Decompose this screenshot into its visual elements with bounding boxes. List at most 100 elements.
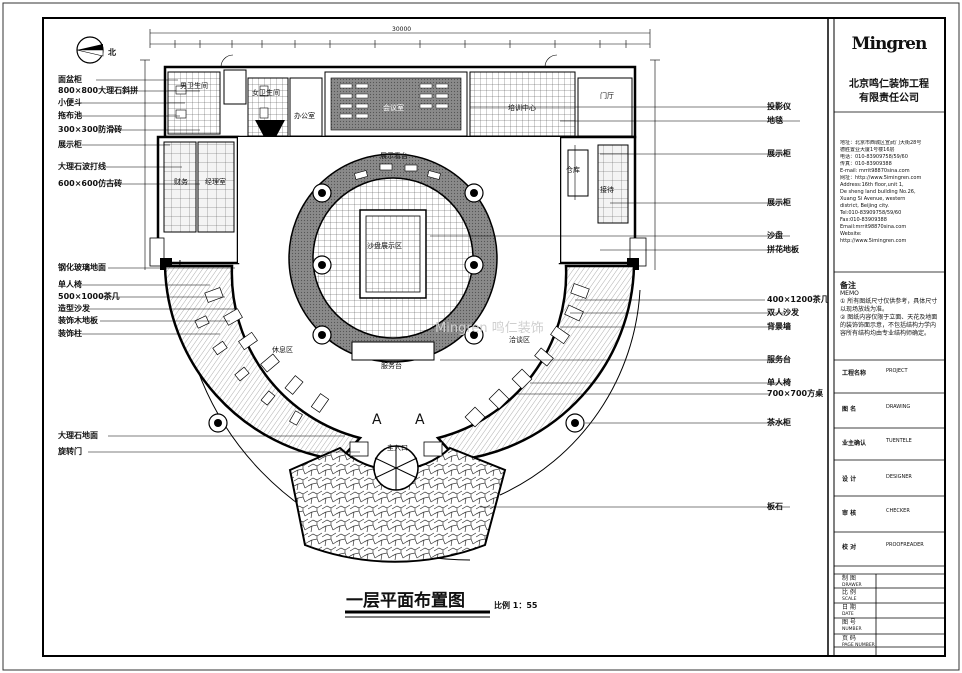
room-negotiation: 洽谈区: [509, 335, 530, 344]
company-logo: Mingren: [851, 34, 928, 54]
memo-en: MEMO: [840, 290, 859, 297]
address-line-14: http://www.5imingren.com: [840, 238, 907, 244]
callouts-right: 投影仪地毯展示柜展示柜沙盘拼花地板400×1200茶几双人沙发背景墙服务台单人椅…: [766, 101, 829, 511]
title-field-value: DRAWING: [886, 404, 911, 410]
callout-left-12: 装饰木地板: [57, 315, 99, 325]
title-field-key: 校 对: [842, 544, 857, 551]
room-manager: 经理室: [205, 177, 226, 186]
callout-left-11: 造型沙发: [58, 303, 91, 313]
entrance-stone-paving: [288, 446, 507, 563]
section-mark-a-left: A: [372, 412, 382, 428]
callouts-left: 面盆柜800×800大理石斜拼小便斗拖布池300×300防滑砖展示柜大理石波打线…: [57, 74, 138, 456]
title-field-key: 图 名: [842, 406, 857, 413]
north-arrow: [76, 36, 104, 64]
address-line-11: Fax:010-83909388: [840, 217, 887, 223]
address-line-3: 传真：010-83909388: [840, 161, 892, 167]
address-line-9: district, Beijing city.: [840, 203, 890, 209]
callout-right-10: 单人椅: [767, 377, 791, 387]
callout-left-13: 装饰柱: [57, 328, 82, 338]
overall-dimension: 30000: [392, 26, 411, 33]
address-line-13: Website:: [840, 231, 862, 237]
sign-field-cn: 比 例: [842, 589, 856, 596]
left-wing: [149, 135, 263, 270]
title-field-value: CHECKER: [886, 508, 910, 514]
address-line-12: Email:mrrit98870sina.com: [840, 224, 907, 230]
callout-left-9: 单人椅: [58, 279, 82, 289]
callout-left-10: 500×1000茶几: [58, 291, 120, 301]
callout-left-0: 面盆柜: [58, 74, 82, 84]
inner-frame: [42, 17, 946, 657]
drawing-scale: 比例 1：55: [494, 600, 538, 610]
company-name-line1: 北京鸣仁装饰工程: [849, 79, 929, 90]
address-line-5: 网址：http://www.5imingren.com: [840, 175, 922, 181]
title-field-key: 审 核: [842, 510, 857, 517]
room-male-wc: 男卫生间: [180, 81, 208, 90]
drawing-title: 一层平面布置图: [346, 590, 465, 611]
callout-right-13: 板石: [767, 501, 783, 511]
section-mark-a-right: A: [415, 412, 425, 428]
callout-right-3: 展示柜: [766, 197, 791, 207]
sign-field-cn: 页 码: [842, 635, 856, 642]
callout-right-2: 展示柜: [766, 148, 791, 158]
callout-left-7: 600×600仿古砖: [58, 178, 122, 188]
callout-right-11: 700×700方桌: [767, 388, 824, 398]
callout-right-4: 沙盘: [767, 230, 783, 240]
address-line-1: 德胜置业大厦1号楼16层: [840, 147, 895, 153]
callout-left-2: 小便斗: [57, 97, 82, 107]
room-service-desk: 服务台: [381, 361, 402, 370]
title-block: Mingren 北京鸣仁装饰工程 有限责任公司 地址：北京市西城区宣武门大街28…: [836, 22, 942, 652]
lounge-furniture-left: [194, 287, 330, 426]
sign-field-cn: 图 号: [842, 619, 856, 626]
leader-lines-left: [78, 79, 360, 453]
leader-lines-right: [430, 106, 800, 508]
callout-left-4: 300×300防滑砖: [58, 124, 122, 134]
address-line-2: 电话：010-83909758/59/60: [840, 154, 908, 160]
callout-left-5: 展示柜: [57, 139, 82, 149]
memo-title: 备注: [840, 281, 856, 290]
address-line-6: Address:16th floor,unit 1,: [840, 182, 904, 188]
company-name: 北京鸣仁装饰工程 有限责任公司: [838, 78, 940, 106]
room-female-wc: 女卫生间: [252, 88, 280, 97]
sign-field-en: NUMBER: [842, 627, 862, 632]
callout-right-6: 400×1200茶几: [767, 294, 829, 304]
callout-right-8: 背景墙: [767, 321, 791, 331]
north-label: 北: [108, 47, 116, 57]
sign-field-en: SCALE: [842, 597, 857, 602]
address-line-7: De sheng land building No.26,: [840, 189, 916, 195]
callout-left-1: 800×800大理石斜拼: [58, 85, 138, 95]
callout-left-3: 拖布池: [58, 110, 82, 120]
revolving-door: [349, 441, 443, 491]
room-finance: 财务: [174, 177, 188, 186]
company-name-line2: 有限责任公司: [859, 93, 919, 104]
sign-field-cn: 日 期: [842, 604, 856, 611]
room-meeting: 会议室: [383, 103, 404, 112]
title-block-lines: [834, 111, 945, 656]
title-field-key: 工程名称: [842, 370, 867, 377]
title-field-value: TUENTELE: [886, 438, 912, 444]
room-sand-table: 沙盘展示区: [367, 241, 402, 250]
building-top-block: [163, 54, 637, 148]
display-rotunda: [288, 153, 498, 363]
room-storage: 仓库: [566, 165, 580, 174]
address-line-10: Tel:010-83909758/59/60: [840, 210, 902, 216]
callout-left-15: 旋转门: [57, 446, 82, 456]
address-line-4: E-mail: mrrit98870sina.com: [840, 168, 910, 174]
sign-field-cn: 制 图: [842, 575, 856, 582]
dimension-lines: [140, 29, 660, 270]
callout-right-9: 服务台: [767, 354, 791, 364]
callout-left-8: 钢化玻璃地面: [58, 262, 106, 272]
title-field-key: 业主确认: [842, 440, 867, 447]
room-display-stage: 展示看台: [380, 151, 408, 160]
room-leisure: 休息区: [272, 345, 293, 354]
room-training: 培训中心: [508, 103, 536, 112]
memo-section: 备注 MEMO ① 所有图纸尺寸仅供参考，具体尺寸以现场放线为准。 ② 图纸内容…: [840, 282, 940, 338]
callout-right-0: 投影仪: [767, 101, 792, 111]
sign-field-en: DRAWER: [842, 583, 862, 588]
